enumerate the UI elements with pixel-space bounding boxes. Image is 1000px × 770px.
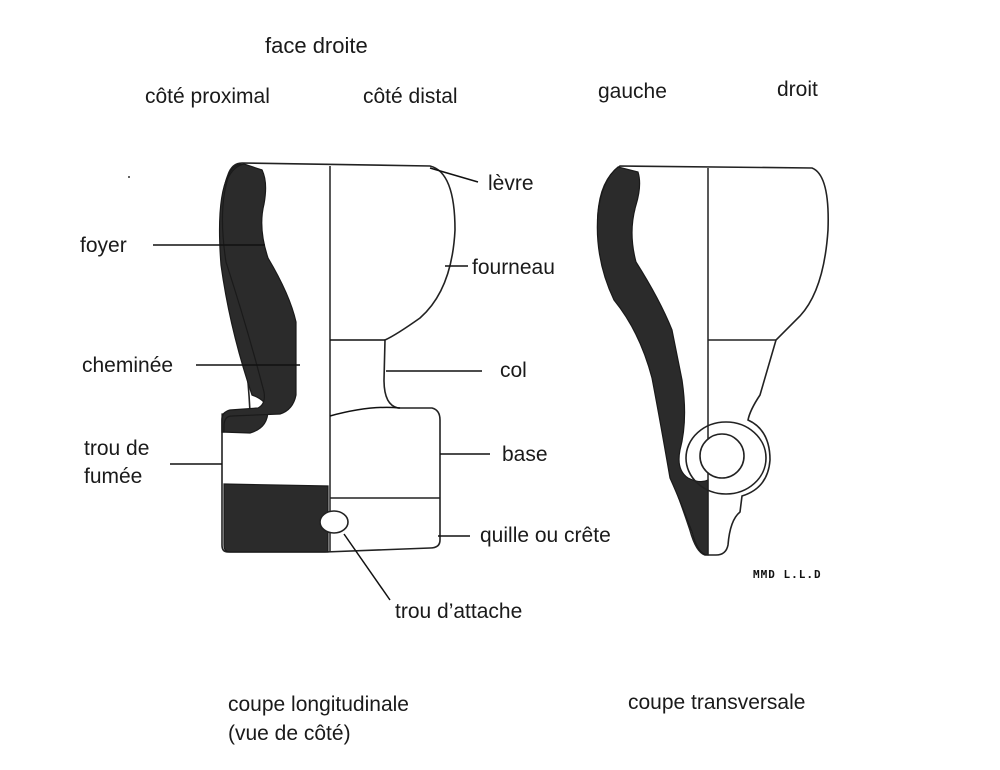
label-cheminee: cheminée xyxy=(82,354,173,377)
transverse-loop-inner xyxy=(699,433,745,479)
label-col: col xyxy=(500,359,527,382)
stray-dot xyxy=(128,176,130,178)
header-gauche: gauche xyxy=(598,80,667,103)
label-base: base xyxy=(502,443,548,466)
leader-trou-attache xyxy=(343,533,391,601)
caption-longitudinal-2: (vue de côté) xyxy=(228,722,351,745)
col-lower-line xyxy=(329,406,401,417)
label-levre: lèvre xyxy=(488,172,534,195)
signature: MMD L.L.D xyxy=(753,568,822,581)
header-distal: côté distal xyxy=(363,85,458,108)
label-foyer: foyer xyxy=(80,234,127,257)
label-trou-fumee-2: fumée xyxy=(84,465,142,488)
caption-longitudinal-1: coupe longitudinale xyxy=(228,693,409,716)
header-proximal: côté proximal xyxy=(145,85,270,108)
keel-dark xyxy=(223,483,329,553)
longitudinal-section xyxy=(218,162,456,553)
title-face-droite: face droite xyxy=(265,33,368,58)
label-quille: quille ou crête xyxy=(480,524,611,547)
header-droit: droit xyxy=(777,78,818,101)
label-trou-attache: trou d’attache xyxy=(395,600,522,623)
leader-levre xyxy=(429,167,479,183)
caption-transversal: coupe transversale xyxy=(628,691,805,714)
transverse-section xyxy=(596,165,829,556)
attachment-hole xyxy=(319,510,349,534)
label-trou-fumee-1: trou de xyxy=(84,437,149,460)
label-fourneau: fourneau xyxy=(472,256,555,279)
leader-lines xyxy=(153,167,490,601)
transverse-loop-outer xyxy=(685,421,767,495)
text-labels: face droite côté proximal côté distal ga… xyxy=(80,33,822,745)
